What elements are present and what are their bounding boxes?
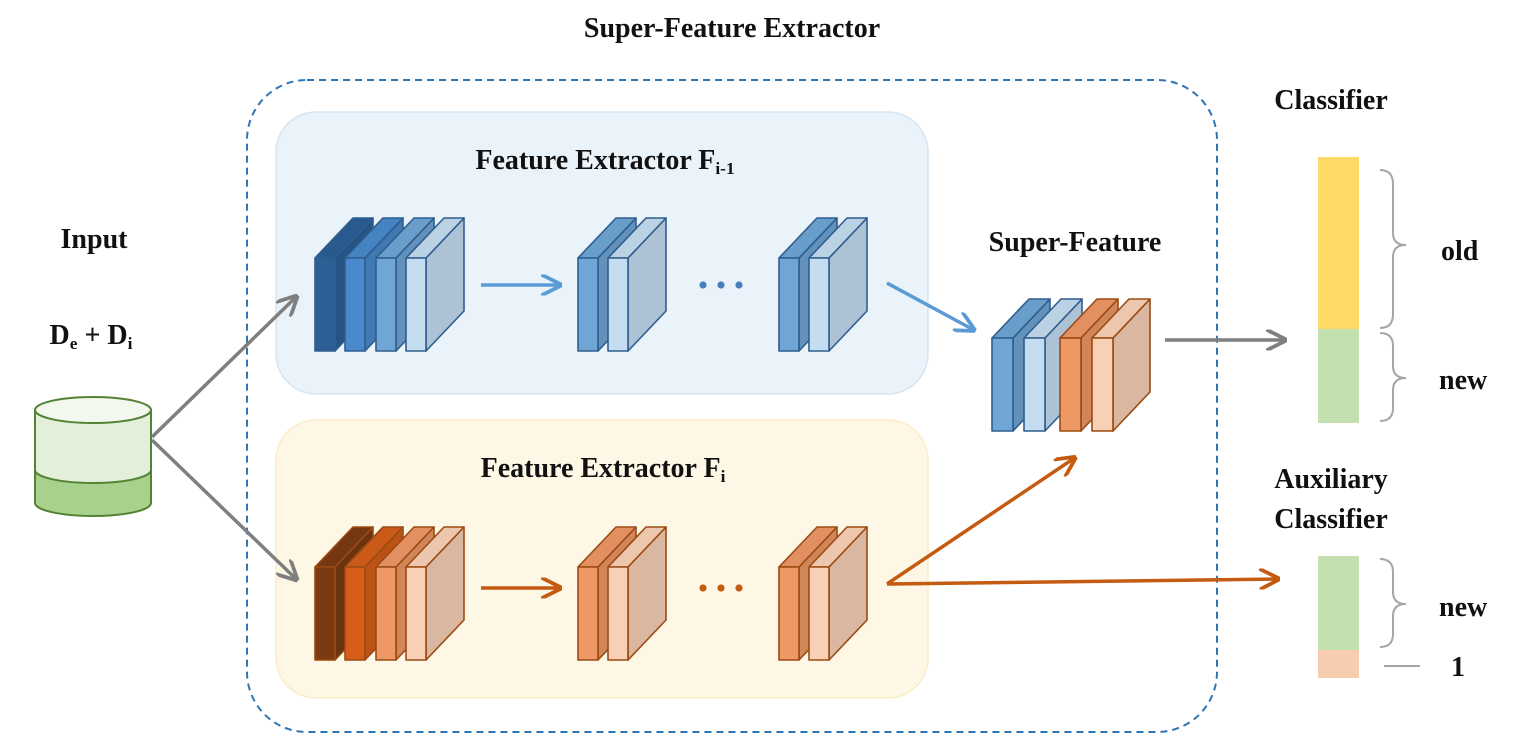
dataset-d1: D [49,320,70,351]
prev-ellipsis-dot-1 [699,281,707,289]
dataset-d2-sub: i [127,333,133,353]
prev-stack-1-layer-2-front [344,257,366,352]
aux-classifier-new-label: new [1439,592,1488,623]
super-feature-layer-1-front [991,337,1014,432]
ellipsis-dots [699,281,743,592]
brace-aux-new [1379,558,1407,648]
prev-stack-2-layer-2-front [607,257,629,352]
classifier-old-label: old [1441,236,1479,267]
curr-ellipsis-dot-3 [735,584,743,592]
prev-stack-1-layer-3-front [375,257,397,352]
input-to-prev-arrow [150,298,295,439]
classifier-new-bar [1318,329,1359,423]
curr-to-aux-classifier-arrow [886,579,1276,584]
prev-stack-2-layer-1-front [577,257,599,352]
layer-stacks [314,217,1151,661]
prev-stack-3-layer-1-front [778,257,800,352]
prev-stack-3-layer-2-front [808,257,830,352]
feature-extractor-prev-label: Feature Extractor Fi-1 [475,145,735,178]
super-feature-label: Super-Feature [988,227,1162,258]
dataset-d2: D [107,320,128,351]
curr-stack-1-layer-4-front [405,566,427,661]
super-feature-extractor-title: Super-Feature Extractor [583,13,881,44]
prev-stack-1-layer-1-front [314,257,336,352]
dataset-plus: + [77,320,108,351]
super-feature-layer-2-front [1023,337,1046,432]
curr-to-super-feature-arrow [886,459,1073,586]
classifier-new-label: new [1439,365,1488,396]
prev-ellipsis-dot-2 [717,281,725,289]
curr-stack-3-layer-2-front [808,566,830,661]
input-to-curr-arrow [150,438,295,578]
curr-stack-1-layer-3-front [375,566,397,661]
aux-classifier-label-line2: Classifier [1274,504,1388,535]
dataset-label: De + Di [49,320,133,353]
aux-classifier-label-line1: Auxiliary [1274,464,1388,495]
feature-extractor-curr-label: Feature Extractor Fi [480,453,726,486]
feature-extractor-prev-sub: i-1 [715,158,735,178]
prev-to-super-feature-arrow [886,281,972,329]
curr-ellipsis-dot-2 [717,584,725,592]
prev-stack-1-layer-4-front [405,257,427,352]
classifier-label: Classifier [1274,85,1388,116]
classifier-old-bar [1318,157,1359,329]
brace-old [1379,169,1407,329]
curr-stack-1-layer-1-front [314,566,336,661]
aux-classifier-new-bar [1318,556,1359,650]
curr-stack-3-layer-1-front [778,566,800,661]
curr-stack-2-layer-1-front [577,566,599,661]
aux-classifier-one-label: 1 [1451,652,1465,683]
super-feature-layer-4-front [1091,337,1114,432]
brace-new [1379,332,1407,422]
aux-classifier-one-bar [1318,650,1359,678]
input-label: Input [60,224,128,255]
database-icon [34,396,152,517]
curr-stack-2-layer-2-front [607,566,629,661]
curr-stack-1-layer-2-front [344,566,366,661]
curr-ellipsis-dot-1 [699,584,707,592]
prev-ellipsis-dot-3 [735,281,743,289]
dataset-d1-sub: e [69,333,78,353]
super-feature-layer-3-front [1059,337,1082,432]
feature-extractor-curr-sub: i [720,466,726,486]
super-feature-extractor-boundary [246,79,1218,733]
